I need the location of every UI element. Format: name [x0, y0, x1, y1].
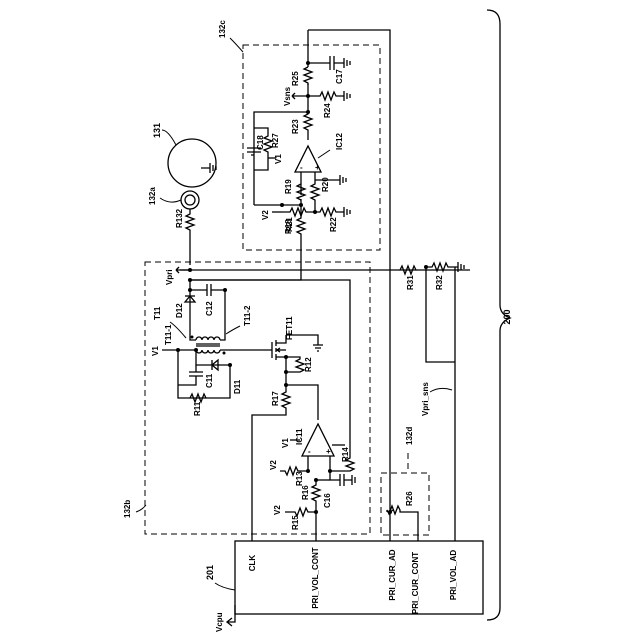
label-132d: 132d	[405, 427, 414, 445]
transformer-t11-2	[196, 337, 220, 340]
capacitor-c16	[330, 471, 355, 486]
label-r12: R12	[304, 357, 313, 372]
label-r11: R11	[193, 401, 202, 416]
label-r18: R18	[284, 219, 293, 234]
leader-201	[215, 583, 235, 590]
net-v1-c: V1	[274, 154, 283, 164]
net-vsns: Vsns	[283, 86, 292, 106]
net-v2-c: V2	[261, 210, 270, 220]
label-r32: R32	[435, 275, 444, 290]
label-fet11: FET11	[285, 316, 294, 340]
coil-131	[168, 139, 216, 187]
label-r23: R23	[291, 119, 300, 134]
capacitor-c11	[178, 365, 203, 385]
label-r19: R19	[284, 179, 293, 194]
label-r27: R27	[271, 133, 280, 148]
svg-text:-: -	[308, 447, 311, 456]
label-r31: R31	[406, 275, 415, 290]
vsns-arrow	[292, 93, 308, 99]
net-vcpu: Vcpu	[215, 612, 224, 632]
leader-vpri-sns	[430, 388, 452, 392]
leader-132c	[230, 38, 243, 52]
wire-r18-pri	[190, 252, 301, 280]
pin-pri-vol-ad: PRI_VOL_AD	[449, 550, 458, 600]
transformer-t11-1	[196, 350, 220, 353]
ring-132a	[181, 191, 199, 209]
label-ic12: IC12	[335, 133, 344, 150]
pin-pri-cur-cont: PRI_CUR_CONT	[411, 552, 420, 614]
label-132c: 132c	[218, 20, 227, 38]
svg-text:-: -	[300, 163, 303, 172]
label-131: 131	[152, 123, 162, 138]
net-vpri-sns: Vpri_sns	[421, 382, 430, 416]
label-r17: R17	[271, 391, 280, 406]
label-r15: R15	[291, 515, 300, 530]
pin-pri-cur-ad: PRI_CUR_AD	[388, 549, 397, 600]
resistor-r25	[304, 67, 312, 85]
resistor-r18	[297, 205, 305, 252]
resistor-r20	[311, 180, 319, 212]
label-r132: R132	[175, 208, 184, 228]
label-t11-1: T11-1	[164, 324, 173, 345]
svg-text:+: +	[315, 163, 320, 172]
net-v2-b: V2	[269, 460, 278, 470]
fet-fet11	[272, 340, 276, 360]
label-132a: 132a	[148, 187, 157, 205]
label-d11: D11	[233, 379, 242, 394]
mcu-201	[235, 541, 483, 614]
label-r24: R24	[323, 103, 332, 118]
label-ic11: IC11	[295, 428, 304, 445]
label-c17: C17	[335, 69, 344, 84]
resistor-r12	[286, 357, 304, 372]
label-t11-2: T11-2	[243, 305, 252, 326]
resistor-r15	[285, 508, 316, 516]
resistor-r132	[186, 209, 194, 265]
ground-c17	[334, 58, 350, 68]
ground-ic12	[315, 175, 346, 185]
label-c16: C16	[323, 493, 332, 508]
resistor-r24	[308, 92, 344, 100]
label-r26: R26	[405, 491, 414, 506]
pin-clk: CLK	[248, 555, 257, 572]
label-r22: R22	[329, 217, 338, 232]
resistor-r21	[282, 208, 315, 216]
net-v1-b: V1	[281, 438, 290, 448]
vcpu-wire	[228, 605, 235, 622]
svg-text:+: +	[326, 447, 331, 456]
vpri-arrow	[176, 267, 190, 273]
label-r13: R13	[295, 471, 304, 486]
label-201: 201	[205, 565, 215, 580]
label-r20: R20	[321, 177, 330, 192]
net-v1-a: V1	[151, 346, 160, 356]
label-r16: R16	[301, 485, 310, 500]
label-c12: C12	[205, 301, 214, 316]
label-132b: 132b	[123, 500, 132, 518]
pin-pri-vol-cont: PRI_VOL_CONT	[311, 547, 320, 608]
ground-r24	[344, 91, 350, 101]
net-v2-a: V2	[273, 505, 282, 515]
resistor-r23	[304, 100, 312, 140]
resistor-r22	[315, 208, 344, 216]
label-200: 200	[502, 309, 512, 324]
label-r25: R25	[291, 71, 300, 86]
label-c11: C11	[205, 373, 214, 388]
label-c18: C18	[256, 135, 265, 150]
label-d12: D12	[175, 303, 184, 318]
label-r14: R14	[341, 447, 350, 462]
ground-r22	[344, 207, 350, 217]
label-t11: T11	[153, 306, 162, 320]
net-vpri: Vpri	[165, 269, 174, 285]
